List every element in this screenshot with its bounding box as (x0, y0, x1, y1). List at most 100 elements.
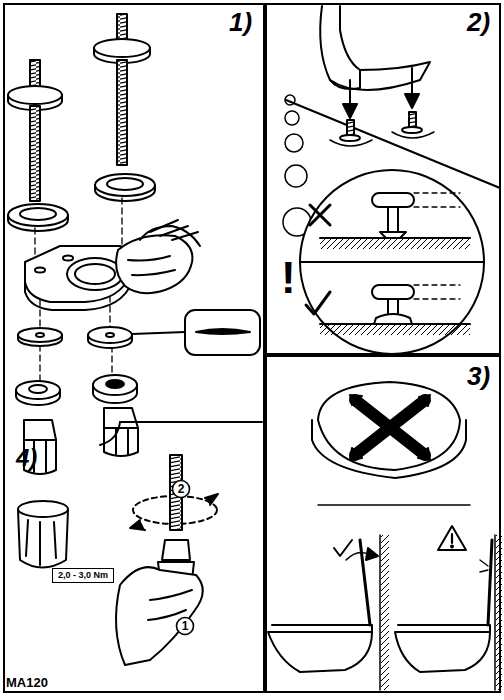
toilet-side-view (268, 632, 372, 672)
warning-triangle (451, 534, 453, 543)
toilet-side-view (395, 632, 490, 672)
toilet-side-view (494, 535, 496, 690)
toilet-side-view (480, 560, 488, 572)
toilet-top-view (318, 382, 460, 470)
magnifier (306, 292, 330, 314)
socket-tool (18, 501, 68, 517)
nut-in-hand (116, 567, 203, 665)
insert-arrow (343, 104, 357, 118)
toilet-side-view (379, 535, 381, 690)
bolt-top (330, 112, 434, 146)
plastic-nut (24, 408, 138, 474)
size-bubble (285, 134, 303, 152)
bolt-top (409, 112, 416, 128)
flat-washer (18, 327, 132, 348)
step-number: 3) (467, 363, 490, 389)
cone-washer (16, 375, 137, 405)
nut-in-hand (116, 540, 203, 665)
hinge-bolt (94, 14, 150, 165)
magnifier (300, 170, 484, 354)
guide-line (111, 346, 112, 376)
detail-callout (132, 332, 185, 334)
cone-washer (106, 380, 124, 388)
insert-arrow (405, 94, 419, 108)
attention-mark: ! (281, 256, 296, 300)
warning-triangle (438, 526, 466, 550)
step-circle: 2 (171, 479, 191, 499)
hinge-bolt (117, 60, 127, 165)
size-bubble (285, 111, 299, 125)
guide-line (39, 300, 40, 330)
inset-outline (100, 422, 120, 445)
guide-line (39, 345, 40, 380)
inset-outline (100, 422, 262, 445)
cleaning-hand (128, 256, 175, 275)
nut-in-hand (148, 590, 192, 620)
toilet-ceramic (63, 256, 73, 261)
toilet-side-view (381, 535, 389, 690)
rubber-washer (95, 174, 155, 196)
cone-washer (16, 381, 60, 399)
cleaning-hand (116, 235, 192, 293)
flat-washer (36, 333, 44, 337)
flat-washer (106, 333, 114, 337)
step-number: 4) (16, 446, 37, 470)
detail-callout (132, 310, 260, 355)
magnifier (414, 193, 460, 207)
toilet-ceramic (67, 258, 123, 290)
step-panel: 3) (265, 355, 501, 693)
hinge-bolt (94, 39, 150, 57)
cleaning-hand (140, 226, 200, 246)
warning-triangle (451, 546, 453, 548)
magnifier (300, 170, 484, 354)
inset-panel: 4) 2,0 - 3,0 Nm 1 2 (8, 424, 264, 670)
callout-number: 2 (171, 479, 191, 499)
socket-tool (26, 520, 56, 565)
hinge-bolt (8, 86, 62, 104)
size-bubble (283, 95, 311, 236)
rubber-washer (8, 204, 68, 226)
guide-line (121, 198, 122, 252)
cone-washer (29, 385, 47, 393)
toilet-ceramic (75, 264, 115, 284)
insert-arrow (343, 68, 419, 118)
warning-triangle (438, 526, 466, 550)
detail-callout (196, 329, 250, 334)
size-bubble (285, 165, 307, 187)
hinge-bolt (8, 60, 62, 201)
hinge-bolt (30, 106, 40, 201)
magnifier (372, 285, 414, 299)
toilet-seat-hinge (320, 6, 360, 89)
magnifier (300, 261, 484, 263)
toilet-ceramic (35, 268, 45, 273)
rubber-washer (107, 178, 143, 190)
bolt-top (347, 120, 354, 136)
document-code: MA120 (6, 676, 48, 689)
toilet-ceramic (25, 282, 132, 310)
tighten-arrows (205, 494, 218, 505)
torque-box: 2,0 - 3,0 Nm (52, 568, 114, 583)
step-number: 2) (467, 9, 490, 35)
callout-number: 1 (175, 616, 195, 636)
rubber-washer (8, 174, 155, 231)
magnifier (320, 239, 470, 249)
toilet-side-view (496, 535, 502, 690)
step-circle: 1 (175, 616, 195, 636)
flat-washer (18, 328, 62, 342)
toilet-seat-hinge (286, 6, 500, 188)
magnifier (414, 285, 460, 299)
toilet-top-view (355, 400, 425, 455)
magnifier (320, 323, 470, 325)
toilet-side-view (366, 548, 378, 560)
magnifier (320, 325, 470, 335)
magnifier (374, 314, 412, 324)
nut-in-hand (162, 540, 190, 560)
bolt-top (340, 135, 360, 141)
toilet-side-view (398, 625, 490, 632)
guide-line (109, 296, 110, 328)
callout-number: 2,0 - 3,0 Nm (53, 569, 113, 582)
socket-tool (18, 501, 68, 568)
size-bubble (285, 95, 295, 105)
magnifier (310, 205, 330, 225)
